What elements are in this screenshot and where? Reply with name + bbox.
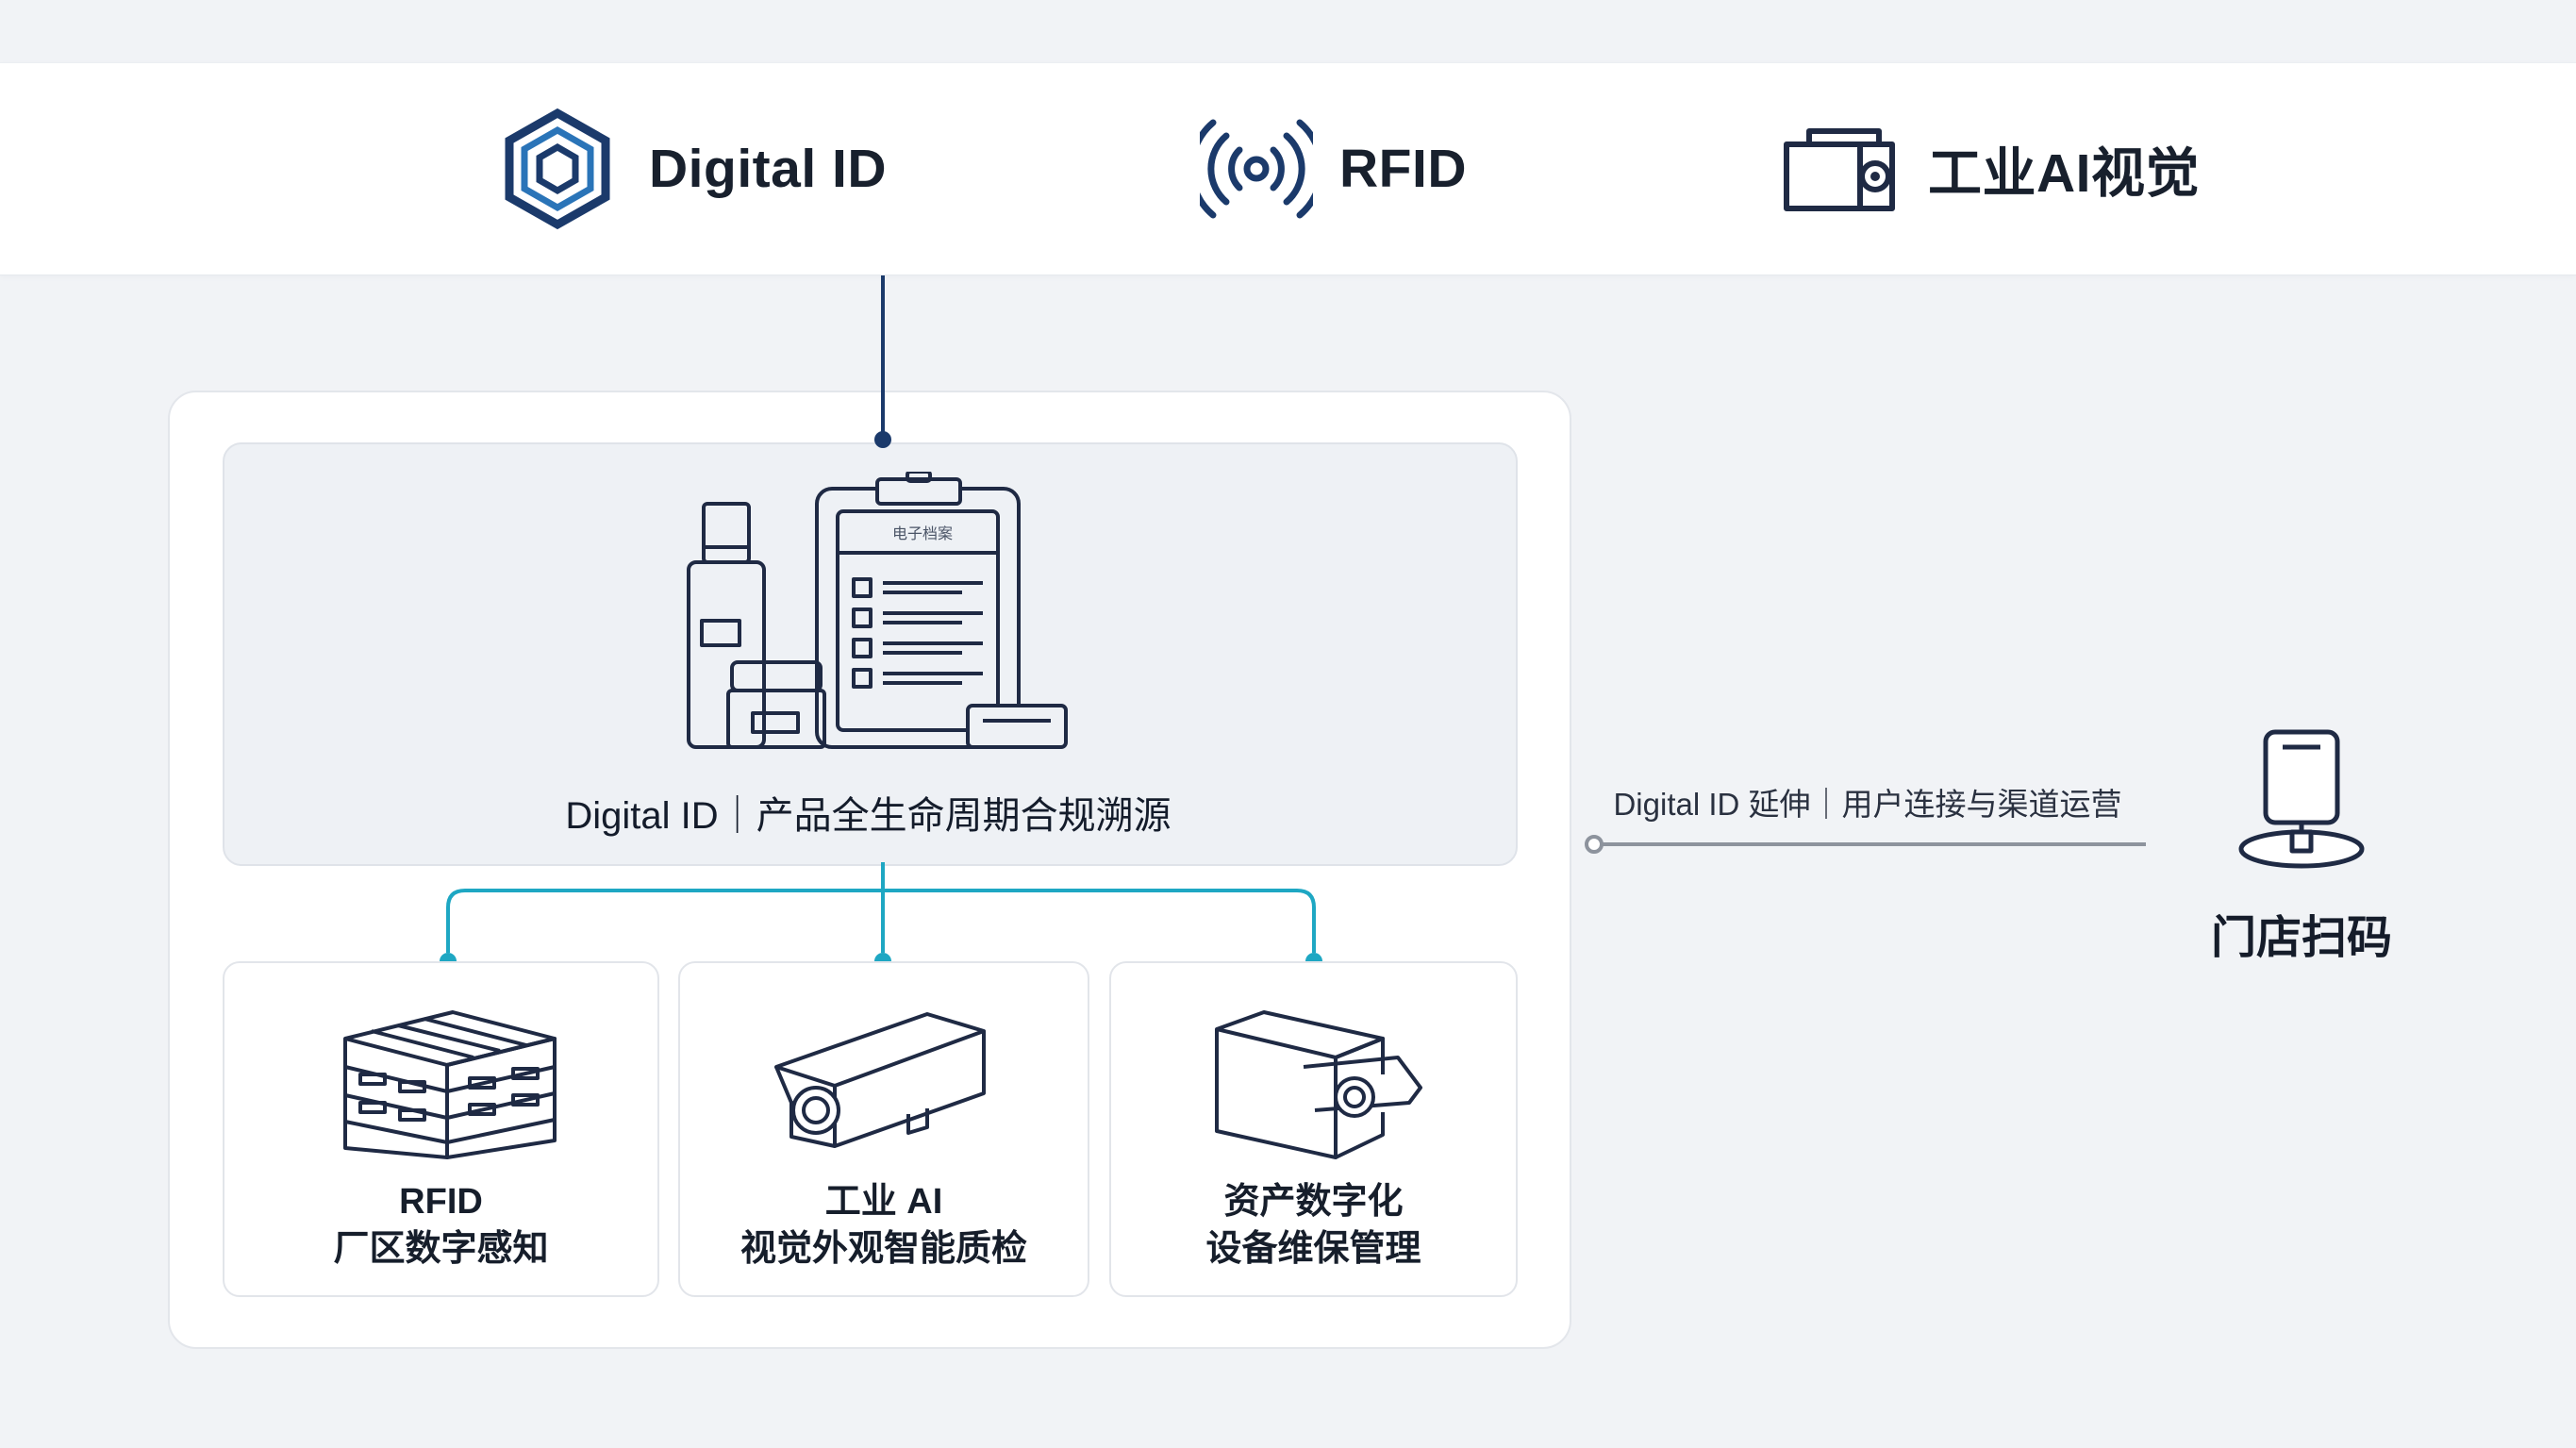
jar-icon xyxy=(730,660,823,692)
card-rfid: RFID 厂区数字感知 xyxy=(223,961,659,1297)
card-asset-subtitle: 设备维保管理 xyxy=(1205,1229,1421,1269)
pallet-stack-icon xyxy=(343,1010,557,1159)
card-asset-title: 资产数字化 xyxy=(1223,1182,1404,1222)
industrial-camera-icon xyxy=(774,1012,986,1148)
header-banner: Digital ID RFID 工业AI视觉 xyxy=(0,62,2576,275)
header-label-ai-vision: 工业AI视觉 xyxy=(1928,143,2200,204)
bottle-icon xyxy=(702,502,751,564)
card-ai-vision-subtitle: 视觉外观智能质检 xyxy=(740,1229,1027,1269)
card-ai-vision: 工业 AI 视觉外观智能质检 xyxy=(678,961,1089,1297)
form-title: 电子档案 xyxy=(891,526,953,542)
card-asset: 资产数字化 设备维保管理 xyxy=(1109,961,1518,1297)
security-camera-icon xyxy=(1215,1010,1422,1159)
side-connector-dot xyxy=(1585,835,1604,854)
label-box-icon xyxy=(966,704,1068,749)
header-label-rfid: RFID xyxy=(1339,139,1467,199)
header-item-rfid: RFID xyxy=(1200,63,1467,275)
rfid-signal-icon xyxy=(1200,119,1313,219)
hexagon-icon xyxy=(505,108,610,230)
header-item-digital-id: Digital ID xyxy=(502,63,887,275)
card-rfid-title: RFID xyxy=(399,1182,483,1222)
digital-id-caption: Digital ID｜产品全生命周期合规溯源 xyxy=(565,795,1172,837)
store-scan-label: 门店扫码 xyxy=(2210,913,2392,963)
scan-terminal-icon xyxy=(2238,729,2365,869)
card-ai-vision-title: 工业 AI xyxy=(824,1182,943,1222)
camera-icon xyxy=(1784,128,1895,211)
product-documents-illustration xyxy=(687,472,1068,749)
header-label-digital-id: Digital ID xyxy=(649,139,888,199)
header-connector-dot xyxy=(874,431,891,448)
card-rfid-subtitle: 厂区数字感知 xyxy=(333,1229,549,1269)
extension-link-label: Digital ID 延伸｜用户连接与渠道运营 xyxy=(1613,787,2122,822)
header-item-ai-vision: 工业AI视觉 xyxy=(1781,63,2200,275)
